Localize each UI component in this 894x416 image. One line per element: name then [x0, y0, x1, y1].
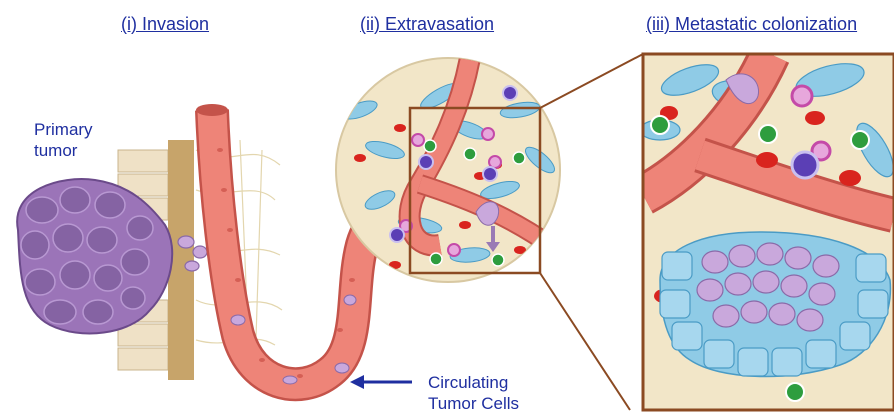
primary-tumor-label-line1: Primary [34, 119, 93, 140]
circulating-tumor-cells-label: Circulating Tumor Cells [428, 372, 519, 414]
primary-tumor-label: Primary tumor [34, 119, 93, 161]
invasion-title: (i) Invasion [121, 14, 209, 35]
ctc-arrow [350, 375, 412, 389]
primary-tumor-label-line2: tumor [34, 140, 93, 161]
extravasation-title: (ii) Extravasation [360, 14, 494, 35]
circulating-label-line1: Circulating [428, 372, 519, 393]
metastatic-colony [660, 232, 890, 376]
extravasation-view [336, 58, 570, 282]
zoom-connectors [540, 54, 643, 410]
colonization-inset [640, 54, 894, 410]
circulating-label-line2: Tumor Cells [428, 393, 519, 414]
colonization-title: (iii) Metastatic colonization [646, 14, 857, 35]
